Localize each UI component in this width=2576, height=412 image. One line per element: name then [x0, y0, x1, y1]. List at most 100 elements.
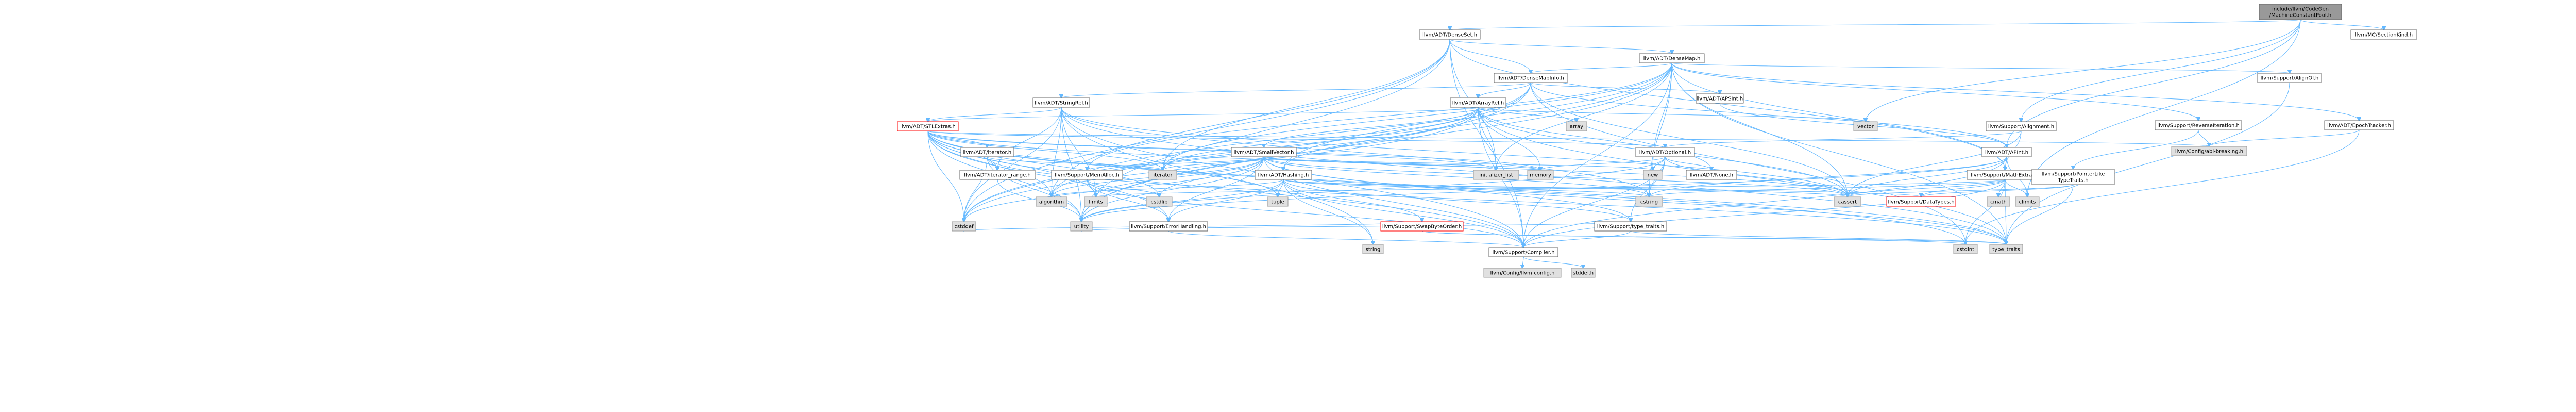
edge-smallvector-to-memalloc: [1087, 156, 1264, 170]
edge-optional-to-s_memory: [1540, 156, 1666, 170]
edge-stringref-to-stlextras: [928, 107, 1062, 122]
node-densemap[interactable]: llvm/ADT/DenseMap.h: [1639, 53, 1705, 63]
edge-mathextras-to-s_cstdint: [1965, 179, 2006, 244]
node-label: llvm/MC/SectionKind.h: [2355, 32, 2413, 38]
edge-densemapinfo-to-s_cassert: [1530, 82, 1848, 197]
edge-densemap-to-alignof: [1671, 62, 2290, 73]
edge-densesetH-to-s_iterator: [1163, 39, 1450, 170]
edge-smallvector-to-s_cassert: [1263, 156, 1848, 197]
node-densemapinfo[interactable]: llvm/ADT/DenseMapInfo.h: [1494, 73, 1568, 83]
node-label: memory: [1530, 173, 1551, 178]
edge-densemap-to-s_initlist: [1496, 62, 1672, 170]
node-box: [1148, 170, 1177, 180]
edge-densesetH-to-s_algorithm: [1052, 39, 1450, 197]
node-reverseiter[interactable]: llvm/Support/ReverseIteration.h: [2155, 120, 2242, 130]
edge-arrayref-to-s_iterator: [1163, 107, 1479, 170]
node-errhandling[interactable]: llvm/Support/ErrorHandling.h: [1129, 221, 1208, 232]
edge-root-to-s_vector: [1866, 19, 2301, 122]
node-label: llvm/Support/ReverseIteration.h: [2157, 123, 2240, 129]
edge-optional-to-typetraitsH: [1631, 156, 1666, 222]
node-hashing[interactable]: llvm/ADT/Hashing.h: [1255, 170, 1312, 180]
node-root[interactable]: include/llvm/CodeGen/MachineConstantPool…: [2259, 4, 2342, 20]
node-typetraitsH[interactable]: llvm/Support/type_traits.h: [1594, 221, 1667, 232]
node-label: llvm/Support/Alignment.h: [1988, 124, 2054, 130]
node-box: [1594, 221, 1667, 232]
edge-stlextras-to-s_cassert: [927, 130, 1848, 197]
node-stringref[interactable]: llvm/ADT/StringRef.h: [1032, 97, 1090, 108]
edge-memalloc-to-compiler: [1087, 179, 1523, 248]
node-alignment[interactable]: llvm/Support/Alignment.h: [1986, 121, 2057, 131]
node-apint[interactable]: llvm/ADT/APInt.h: [1981, 147, 2032, 157]
edge-stringref-to-s_cstring: [1061, 107, 1649, 197]
edge-densesetH-to-compiler: [1449, 39, 1523, 248]
edge-densesetH-to-s_cstddef: [964, 39, 1450, 222]
node-smallvector[interactable]: llvm/ADT/SmallVector.h: [1231, 147, 1297, 157]
node-box: [1527, 170, 1554, 180]
edge-smallvector-to-s_limits: [1096, 156, 1264, 197]
node-box: [1084, 196, 1108, 207]
node-swapbyte[interactable]: llvm/Support/SwapByteOrder.h: [1380, 221, 1464, 232]
node-sectionkind[interactable]: llvm/MC/SectionKind.h: [2350, 29, 2417, 40]
node-s_new: new: [1643, 170, 1663, 180]
node-epoch[interactable]: llvm/ADT/EpochTracker.h: [2324, 120, 2394, 130]
edge-arrayref-to-stlextras: [928, 107, 1479, 122]
node-box: [1255, 170, 1312, 180]
node-label: iterator: [1153, 173, 1173, 178]
node-s_array: array: [1566, 121, 1587, 131]
node-label: cstddef: [955, 224, 974, 230]
node-arrayref[interactable]: llvm/ADT/ArrayRef.h: [1450, 97, 1506, 108]
edge-alignof-to-s_typetraits: [2006, 82, 2290, 244]
edge-smallvector-to-errhandling: [1168, 156, 1264, 222]
node-label: llvm/ADT/DenseSet.h: [1422, 32, 1477, 38]
edge-hashing-to-s_utility: [1081, 179, 1284, 222]
node-none[interactable]: llvm/ADT/None.h: [1686, 170, 1737, 180]
node-llvmconfig: llvm/Config/llvm-config.h: [1483, 268, 1562, 278]
edge-stringref-to-s_limits: [1061, 107, 1096, 197]
node-box: [1571, 268, 1596, 278]
node-box: [1643, 170, 1663, 180]
node-datatypes[interactable]: llvm/Support/DataTypes.h: [1886, 196, 1956, 207]
node-box: [2171, 146, 2247, 156]
node-s_vector: vector: [1853, 121, 1878, 131]
node-densesetH[interactable]: llvm/ADT/DenseSet.h: [1419, 29, 1481, 40]
node-s_cstring: cstring: [1635, 196, 1663, 207]
node-s_string: string: [1362, 244, 1384, 254]
edge-densemap-to-epoch: [1671, 62, 2359, 121]
node-s_stddef: stddef.h: [1571, 268, 1596, 278]
edge-ptrlike-to-datatypes: [1921, 184, 2074, 197]
node-box: [1036, 196, 1067, 207]
node-optional[interactable]: llvm/ADT/Optional.h: [1635, 147, 1695, 157]
edge-densemap-to-s_iterator: [1163, 62, 1672, 170]
node-compiler[interactable]: llvm/Support/Compiler.h: [1488, 247, 1558, 257]
node-iterrange[interactable]: llvm/ADT/iterator_range.h: [959, 170, 1036, 180]
node-box: [1989, 244, 2023, 254]
edge-arrayref-to-s_cstddef: [964, 107, 1479, 222]
node-s_tuple: tuple: [1267, 196, 1289, 207]
edge-errhandling-to-compiler: [1168, 230, 1523, 248]
node-label: string: [1366, 247, 1381, 253]
edge-epoch-to-abibreak: [2209, 129, 2360, 146]
node-iterator[interactable]: llvm/ADT/iterator.h: [960, 147, 1014, 157]
edge-optional-to-s_utility: [1081, 156, 1666, 222]
node-label: llvm/ADT/Hashing.h: [1258, 173, 1309, 178]
edge-memalloc-to-errhandling: [1087, 179, 1168, 222]
node-memalloc[interactable]: llvm/Support/MemAlloc.h: [1051, 170, 1123, 180]
node-box: [1146, 196, 1173, 207]
node-box: [960, 147, 1014, 157]
edge-stlextras-to-s_iterator: [927, 130, 1163, 170]
edge-apint-to-s_utility: [1081, 156, 2007, 222]
node-label: llvm/Config/llvm-config.h: [1490, 271, 1555, 276]
node-box: [1488, 247, 1558, 257]
node-label: llvm/Support/MemAlloc.h: [1055, 173, 1120, 178]
node-alignof[interactable]: llvm/Support/AlignOf.h: [2257, 73, 2322, 83]
node-apsint[interactable]: llvm/ADT/APSInt.h: [1696, 93, 1744, 104]
node-label: llvm/ADT/APSInt.h: [1697, 96, 1743, 102]
node-box: [1853, 121, 1878, 131]
node-stlextras[interactable]: llvm/ADT/STLExtras.h: [897, 121, 959, 131]
edge-arrayref-to-smallvector: [1264, 107, 1479, 147]
edge-arrayref-to-s_array: [1478, 107, 1577, 122]
node-label: llvm/Support/Compiler.h: [1492, 250, 1554, 256]
edge-mathextras-to-s_cstring: [1649, 179, 2006, 197]
